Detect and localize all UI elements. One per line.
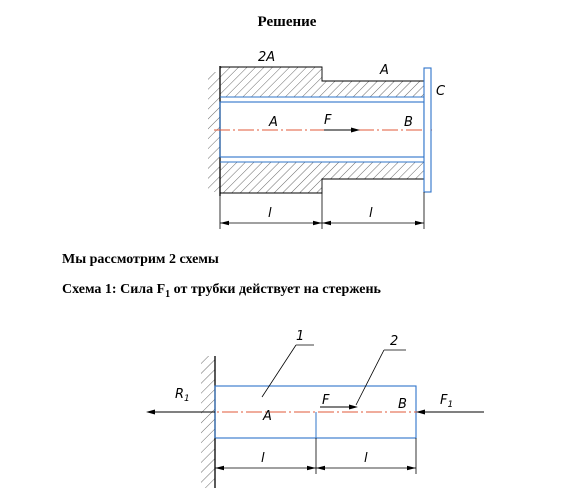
paragraph-scheme-1: Схема 1: Сила F1 от трубки действует на … (62, 282, 381, 300)
scheme-1-text-start: Схема 1: Сила F (62, 282, 166, 297)
label-A-2: A (262, 409, 272, 424)
label-B-1: B (404, 115, 413, 130)
label-A-top: A (379, 63, 389, 78)
callout-1: 1 (296, 329, 304, 344)
dim-l-left-1: l (268, 206, 272, 221)
end-plate-C (423, 67, 432, 193)
callout-2: 2 (390, 334, 398, 349)
dim-l-left-2: l (261, 451, 265, 466)
dim-l-right-1: l (369, 206, 373, 221)
scheme-1-text-sub: 1 (165, 288, 171, 300)
dim-l-right-2: l (364, 451, 368, 466)
label-R1: R1 (175, 387, 190, 404)
scheme-1-text-end: от трубки действует на стержень (170, 282, 381, 297)
rod-1 (219, 101, 425, 158)
label-F-1: F (324, 113, 332, 128)
label-B-2: B (398, 397, 407, 412)
figure-2: 1 2 R1 A F B F1 l l (146, 329, 484, 488)
page-title: Решение (257, 14, 317, 30)
label-2A: 2A (258, 50, 275, 65)
tube-top-wall (219, 66, 425, 98)
tube-bottom-wall (219, 161, 425, 194)
label-F-2: F (322, 393, 330, 408)
label-A-1: A (268, 115, 278, 130)
label-F1: F1 (440, 393, 453, 410)
figure-1: 2A A C A F B l l (186, 50, 446, 229)
label-C: C (436, 84, 446, 99)
paragraph-schemes: Мы рассмотрим 2 схемы (62, 252, 219, 267)
